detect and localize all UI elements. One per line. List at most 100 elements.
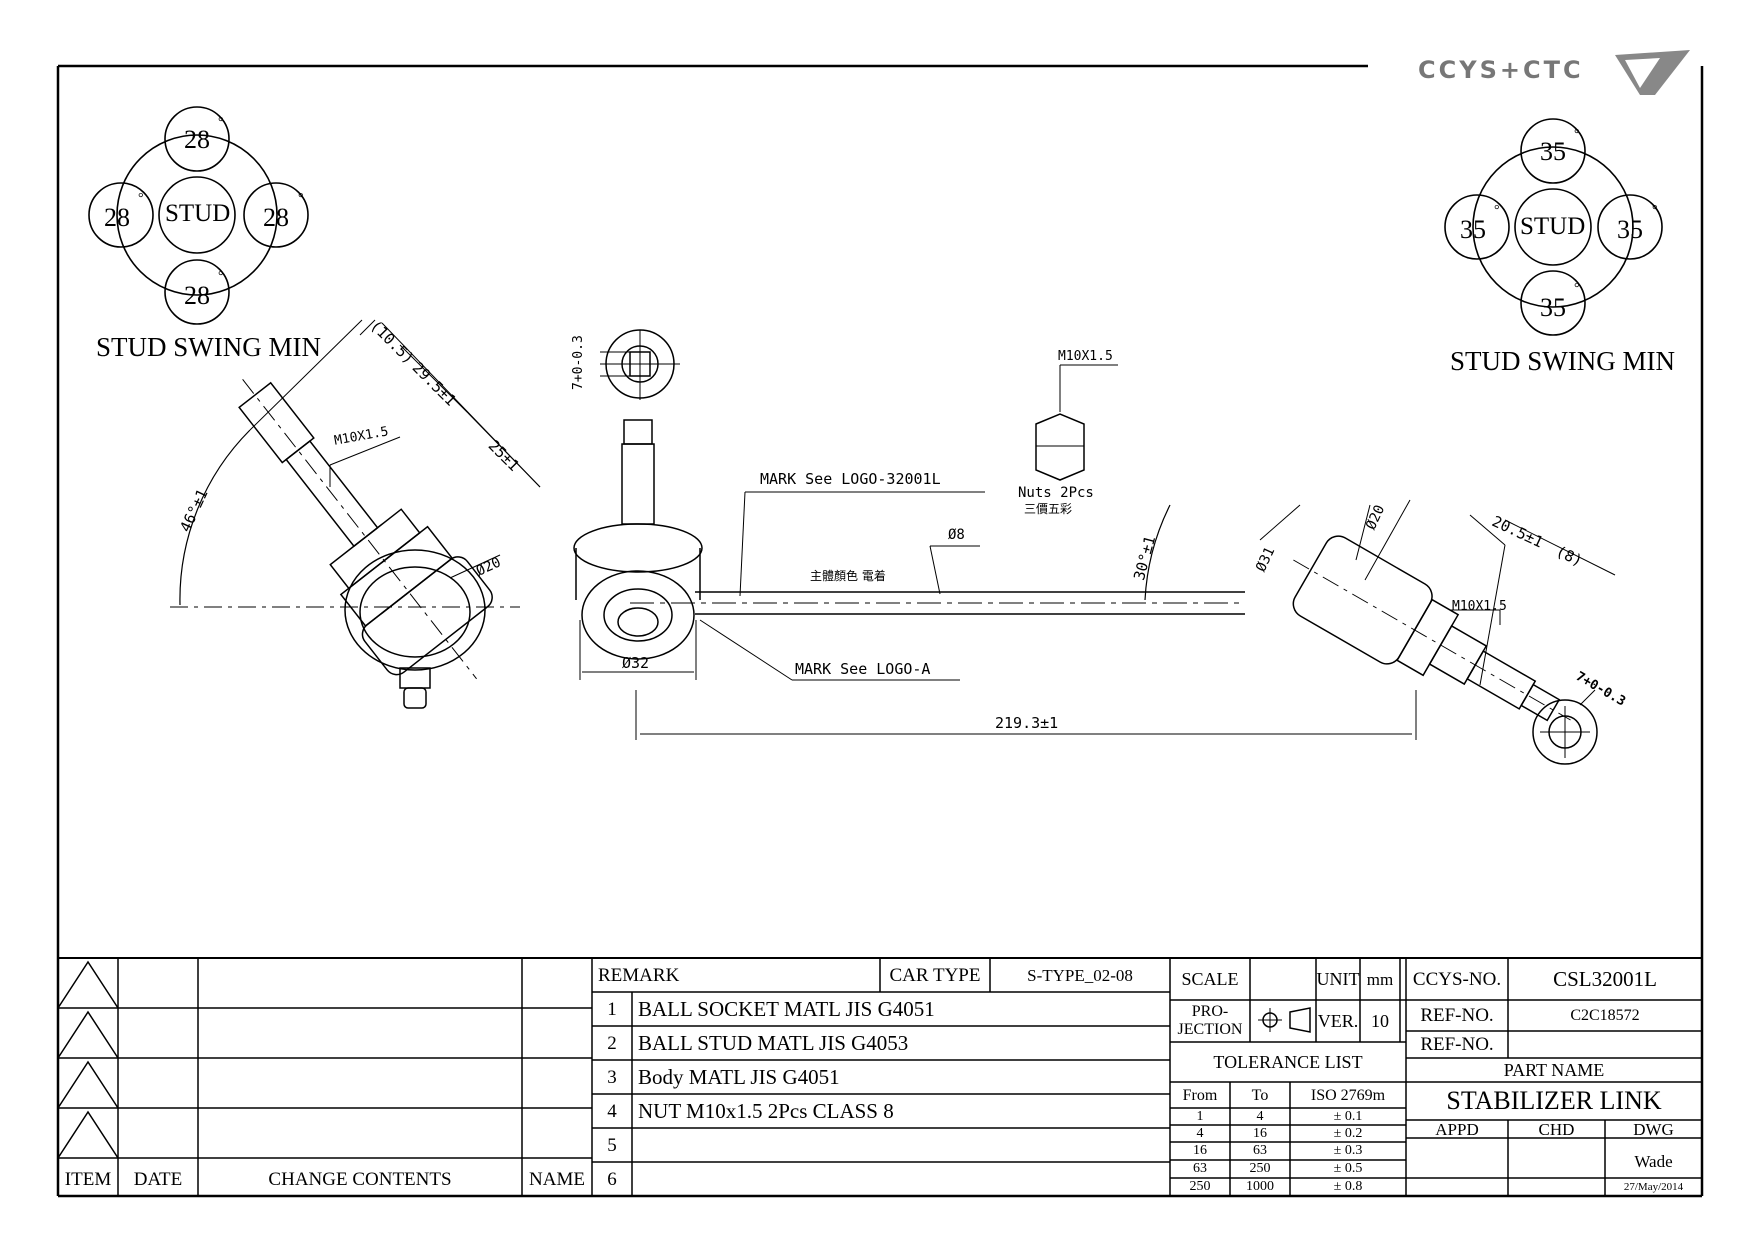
rev-header-change: CHANGE CONTENTS xyxy=(268,1168,452,1190)
tolerance-header-to: To xyxy=(1251,1087,1269,1104)
main-link-body xyxy=(573,419,1417,740)
drawing-date: 27/May/2014 xyxy=(1623,1180,1684,1193)
swing-left-caption: STUD SWING MIN xyxy=(96,332,321,362)
swing-right-caption: STUD SWING MIN xyxy=(1450,346,1675,376)
scale-label: SCALE xyxy=(1181,969,1239,989)
stud-swing-left-diagram xyxy=(88,106,309,325)
right-hex-endview xyxy=(1532,689,1598,765)
brand-logo-text: CCYS+CTC xyxy=(1418,56,1584,84)
overall-length-label: 219.3±1 xyxy=(995,714,1059,732)
swing-left-top-value: 28 xyxy=(184,125,210,154)
tolerance-from: 1 xyxy=(1196,1108,1204,1124)
swing-left-degree: ° xyxy=(298,191,304,206)
ver-label: VER. xyxy=(1317,1011,1359,1031)
tolerance-from: 4 xyxy=(1196,1125,1204,1141)
nut-thread-label: M10X1.5 xyxy=(1058,349,1113,364)
remark-row-no: 6 xyxy=(607,1168,617,1190)
swing-left-degree: ° xyxy=(138,191,144,206)
logo-mark-label-2: MARK See LOGO-A xyxy=(795,660,931,678)
rev-header-date: DATE xyxy=(133,1168,183,1190)
remark-row-text: NUT M10x1.5 2Pcs CLASS 8 xyxy=(638,1098,894,1123)
brand-logo-mark xyxy=(1615,50,1690,95)
remark-row-no: 2 xyxy=(607,1032,617,1054)
right-joint-view xyxy=(1144,499,1616,722)
drawer-name: Wade xyxy=(1634,1151,1673,1171)
ref-no-value-1: C2C18572 xyxy=(1570,1006,1640,1024)
car-type-value: S-TYPE_02-08 xyxy=(1027,965,1133,985)
remark-row-no: 4 xyxy=(607,1100,617,1122)
remark-row-text: BALL STUD MATL JIS G4053 xyxy=(638,1030,909,1055)
swing-left-bottom-value: 28 xyxy=(184,281,210,310)
part-name-label: PART NAME xyxy=(1503,1060,1605,1080)
nut-finish-note: 三價五彩 xyxy=(1024,502,1073,516)
swing-right-degree: ° xyxy=(1494,203,1500,218)
swing-right-right-value: 35 xyxy=(1617,215,1643,244)
swing-right-center: STUD xyxy=(1520,213,1586,240)
dwg-label: DWG xyxy=(1633,1119,1674,1139)
center-hex-tolerance: 7+0-0.3 xyxy=(571,335,586,390)
remark-row-text xyxy=(632,1162,1170,1196)
title-block-grid xyxy=(57,958,1702,1196)
tolerance-from: 16 xyxy=(1193,1143,1207,1158)
swing-left-degree: ° xyxy=(218,269,224,284)
tolerance-to: 16 xyxy=(1253,1125,1267,1141)
left-joint-view xyxy=(170,319,541,709)
remark-row-no: 3 xyxy=(607,1066,617,1088)
tolerance-from: 250 xyxy=(1189,1179,1211,1194)
swing-left-center: STUD xyxy=(165,200,231,227)
rev-header-item: ITEM xyxy=(64,1168,112,1190)
socket-dia-label: Ø32 xyxy=(622,654,650,672)
logo-mark-label-1: MARK See LOGO-32001L xyxy=(760,470,941,488)
tolerance-value: ± 0.1 xyxy=(1333,1108,1363,1124)
remark-row-text xyxy=(632,1128,1170,1162)
projection-label-1: PRO- xyxy=(1191,1003,1229,1020)
swing-left-right-value: 28 xyxy=(263,203,289,232)
ref-no-label-2: REF-NO. xyxy=(1420,1034,1494,1055)
tolerance-from: 63 xyxy=(1193,1161,1207,1176)
tolerance-to: 4 xyxy=(1256,1108,1264,1124)
remark-header: REMARK xyxy=(598,964,680,986)
appd-label: APPD xyxy=(1435,1119,1479,1139)
rev-header-name: NAME xyxy=(529,1168,585,1190)
swing-right-degree: ° xyxy=(1574,127,1580,142)
stud-swing-right-diagram xyxy=(1444,118,1663,336)
body-color-note: 主體顏色 電着 xyxy=(810,569,886,583)
swing-right-top-value: 35 xyxy=(1540,137,1566,166)
right-thread-label: M10X1.5 xyxy=(1452,599,1507,614)
part-name-value: STABILIZER LINK xyxy=(1446,1086,1662,1115)
tolerance-value: ± 0.8 xyxy=(1333,1179,1363,1194)
swing-right-degree: ° xyxy=(1652,203,1658,218)
remark-row-no: 5 xyxy=(607,1134,617,1156)
unit-value: mm xyxy=(1366,969,1394,989)
unit-label: UNIT xyxy=(1316,969,1360,989)
ref-no-value-2 xyxy=(1508,1031,1702,1058)
tolerance-title: TOLERANCE LIST xyxy=(1213,1052,1363,1072)
nut-icon xyxy=(1035,364,1118,481)
chd-label: CHD xyxy=(1538,1119,1575,1139)
tolerance-to: 250 xyxy=(1249,1161,1271,1176)
center-hex-endview xyxy=(600,329,680,400)
projection-label-2: JECTION xyxy=(1177,1021,1243,1038)
tolerance-to: 63 xyxy=(1253,1143,1267,1158)
swing-right-degree: ° xyxy=(1574,281,1580,296)
remark-row-no: 1 xyxy=(607,998,617,1020)
swing-right-bottom-value: 35 xyxy=(1540,293,1566,322)
remark-row-text: Body MATL JIS G4051 xyxy=(638,1064,840,1089)
swing-left-degree: ° xyxy=(218,115,224,130)
remark-row-text: BALL SOCKET MATL JIS G4051 xyxy=(638,996,935,1021)
ver-value: 10 xyxy=(1371,1011,1389,1031)
tolerance-value: ± 0.2 xyxy=(1333,1125,1363,1141)
tolerance-value: ± 0.5 xyxy=(1333,1161,1363,1176)
ccys-no-value: CSL32001L xyxy=(1553,966,1657,991)
ccys-no-label: CCYS-NO. xyxy=(1412,968,1502,990)
tolerance-value: ± 0.3 xyxy=(1333,1143,1363,1158)
swing-right-left-value: 35 xyxy=(1460,215,1486,244)
nut-qty-label: Nuts 2Pcs xyxy=(1018,485,1094,501)
tolerance-to: 1000 xyxy=(1246,1179,1274,1194)
rod-dia-label: Ø8 xyxy=(948,527,965,543)
tolerance-header-iso: ISO 2769m xyxy=(1310,1087,1386,1104)
ref-no-label-1: REF-NO. xyxy=(1420,1005,1494,1026)
swing-left-left-value: 28 xyxy=(104,203,130,232)
car-type-label: CAR TYPE xyxy=(889,964,981,986)
